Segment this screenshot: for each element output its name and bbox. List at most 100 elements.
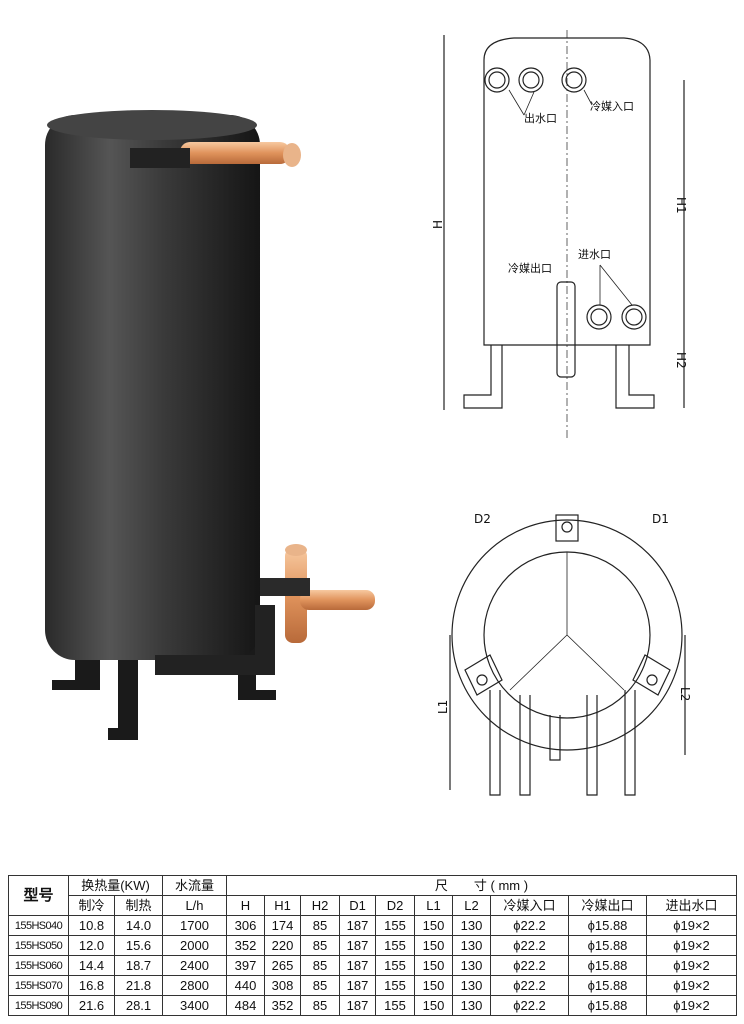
tank-body xyxy=(45,115,260,660)
value-cell: 2400 xyxy=(162,955,227,976)
value-cell: 3400 xyxy=(162,995,227,1016)
top-view-drawing: D2 D1 L1 L2 xyxy=(436,512,692,796)
value-cell: 155 xyxy=(375,975,415,996)
subheader-cell: L1 xyxy=(414,895,453,916)
value-cell: ϕ15.88 xyxy=(568,915,647,936)
value-cell: ϕ19×2 xyxy=(646,955,737,976)
value-cell: 85 xyxy=(300,955,340,976)
value-cell: 21.8 xyxy=(114,975,163,996)
value-cell: 16.8 xyxy=(68,975,115,996)
value-cell: ϕ19×2 xyxy=(646,915,737,936)
value-cell: ϕ15.88 xyxy=(568,995,647,1016)
subheader-cell: H1 xyxy=(264,895,301,916)
label-refrigerant-in: 冷媒入口 xyxy=(590,100,634,113)
value-cell: 14.0 xyxy=(114,915,163,936)
value-cell: 308 xyxy=(264,975,301,996)
value-cell: 85 xyxy=(300,975,340,996)
value-cell: ϕ22.2 xyxy=(490,975,569,996)
value-cell: 15.6 xyxy=(114,935,163,956)
header-model: 型号 xyxy=(8,875,69,916)
value-cell: 150 xyxy=(414,995,453,1016)
value-cell: 12.0 xyxy=(68,935,115,956)
copper-pipe xyxy=(260,578,310,596)
value-cell: ϕ15.88 xyxy=(568,935,647,956)
value-cell: ϕ22.2 xyxy=(490,995,569,1016)
value-cell: 220 xyxy=(264,935,301,956)
value-cell: 2800 xyxy=(162,975,227,996)
value-cell: ϕ15.88 xyxy=(568,955,647,976)
subheader-cell: 制热 xyxy=(114,895,163,916)
value-cell: 155 xyxy=(375,995,415,1016)
value-cell: 130 xyxy=(452,935,491,956)
value-cell: 187 xyxy=(339,995,376,1016)
subheader-cell: 进出水口 xyxy=(646,895,737,916)
value-cell: 174 xyxy=(264,915,301,936)
value-cell: ϕ22.2 xyxy=(490,955,569,976)
outer-circle-D1 xyxy=(451,519,683,751)
value-cell: 352 xyxy=(226,935,265,956)
value-cell: ϕ19×2 xyxy=(646,995,737,1016)
tank-photo xyxy=(45,110,375,740)
value-cell: ϕ15.88 xyxy=(568,975,647,996)
value-cell: 155 xyxy=(375,935,415,956)
value-cell: 85 xyxy=(300,995,340,1016)
value-cell: 187 xyxy=(339,975,376,996)
value-cell: 130 xyxy=(452,975,491,996)
header-water-flow: 水流量 xyxy=(162,875,227,896)
subheader-cell: H2 xyxy=(300,895,340,916)
value-cell: ϕ19×2 xyxy=(646,975,737,996)
copper-pipe xyxy=(130,148,190,168)
value-cell: 28.1 xyxy=(114,995,163,1016)
label-inlet-water: 进水口 xyxy=(578,248,611,261)
value-cell: 187 xyxy=(339,955,376,976)
subheader-cell: D2 xyxy=(375,895,415,916)
model-cell: 155HS040 xyxy=(8,915,69,936)
value-cell: 150 xyxy=(414,935,453,956)
value-cell: 397 xyxy=(226,955,265,976)
subheader-cell: 冷媒出口 xyxy=(568,895,647,916)
copper-pipe xyxy=(180,142,290,164)
value-cell: 1700 xyxy=(162,915,227,936)
value-cell: 155 xyxy=(375,915,415,936)
value-cell: 187 xyxy=(339,935,376,956)
front-view-drawing: H H1 H2 出水口 冷媒入口 冷媒出口 进水口 xyxy=(431,30,688,440)
value-cell: 150 xyxy=(414,975,453,996)
value-cell: 14.4 xyxy=(68,955,115,976)
label-refrigerant-out: 冷媒出口 xyxy=(508,261,552,275)
value-cell: 352 xyxy=(264,995,301,1016)
label-D1: D1 xyxy=(652,512,669,526)
value-cell: 265 xyxy=(264,955,301,976)
subheader-cell: D1 xyxy=(339,895,376,916)
table-header-row: 型号 换热量(KW) 水流量 尺 寸 ( mm ) xyxy=(8,875,737,916)
model-cell: 155HS060 xyxy=(8,955,69,976)
value-cell: 150 xyxy=(414,915,453,936)
value-cell: ϕ22.2 xyxy=(490,935,569,956)
value-cell: 440 xyxy=(226,975,265,996)
header-heat-exchange: 换热量(KW) xyxy=(68,875,163,896)
value-cell: 484 xyxy=(226,995,265,1016)
value-cell: 21.6 xyxy=(68,995,115,1016)
subheader-cell: 冷媒入口 xyxy=(490,895,569,916)
value-cell: 155 xyxy=(375,955,415,976)
label-L1: L1 xyxy=(436,700,450,714)
value-cell: 150 xyxy=(414,955,453,976)
value-cell: 85 xyxy=(300,915,340,936)
subheader-cell: L2 xyxy=(452,895,491,916)
value-cell: 2000 xyxy=(162,935,227,956)
copper-pipe xyxy=(300,590,375,610)
label-H2: H2 xyxy=(674,352,688,369)
label-L2: L2 xyxy=(678,687,692,701)
tank-outline xyxy=(483,37,651,346)
value-cell: 187 xyxy=(339,915,376,936)
label-D2: D2 xyxy=(474,512,491,526)
subheader-cell: 制冷 xyxy=(68,895,115,916)
model-cell: 155HS070 xyxy=(8,975,69,996)
label-H1: H1 xyxy=(674,197,688,214)
